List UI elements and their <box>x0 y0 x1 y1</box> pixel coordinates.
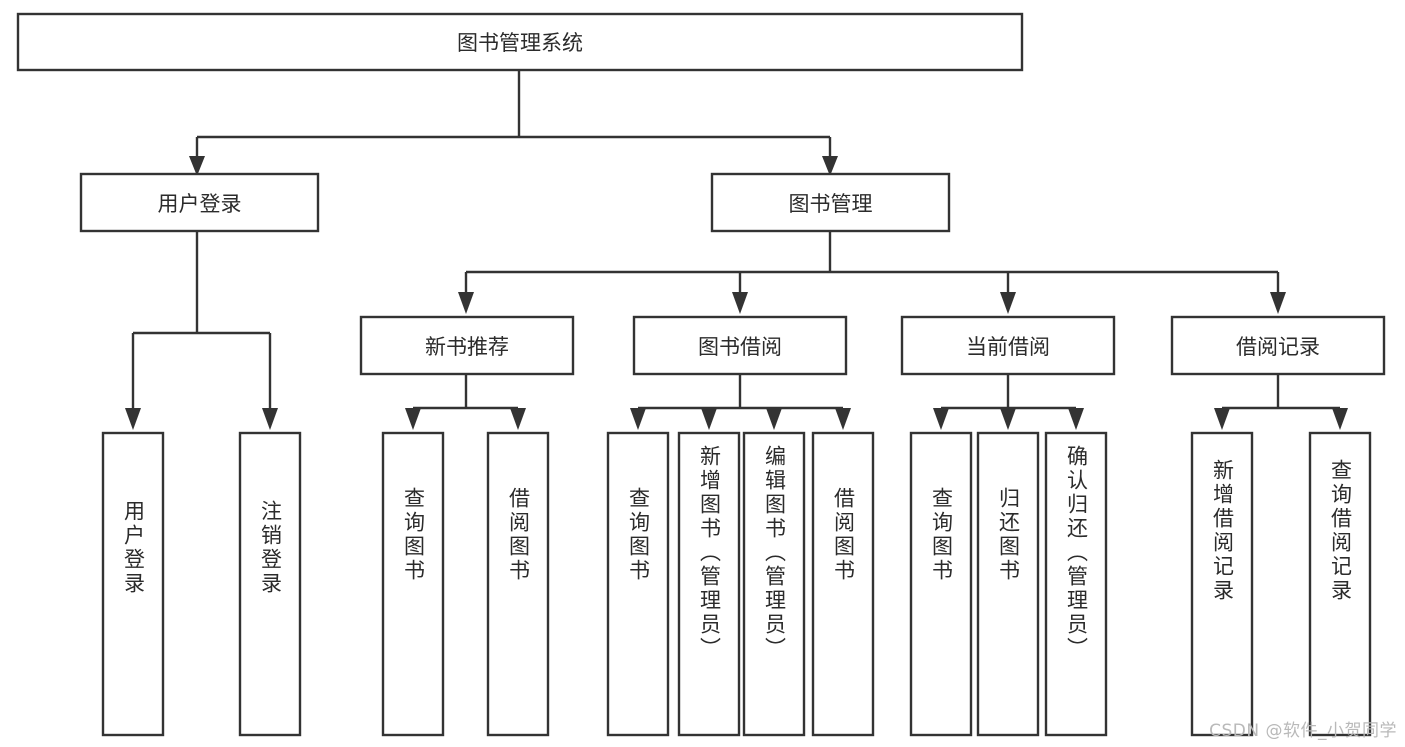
node-box-leaf-user-login[interactable] <box>101 431 165 737</box>
arrowhead-book-mgmt <box>822 156 838 176</box>
node-box-user-login[interactable] <box>79 172 320 233</box>
arrowhead-nb-leaf2 <box>510 408 526 430</box>
connector-group-user-login <box>125 231 278 430</box>
arrowhead-br-leaf2 <box>1332 408 1348 430</box>
arrowhead-bb-leaf3 <box>766 408 782 430</box>
node-box-leaf-add-book[interactable] <box>677 431 741 737</box>
arrowhead-nb-leaf1 <box>405 408 421 430</box>
node-box-new-book-recommend[interactable] <box>359 315 575 376</box>
arrowhead-user-login <box>189 156 205 176</box>
node-box-borrow-record[interactable] <box>1170 315 1386 376</box>
arrowhead-new-book <box>458 292 474 314</box>
arrowhead-borrow-record <box>1270 292 1286 314</box>
node-box-leaf-query-book-nb[interactable] <box>381 431 445 737</box>
node-box-book-management[interactable] <box>710 172 951 233</box>
arrowhead-leaf-user-login <box>125 408 141 430</box>
watermark-text: CSDN @软件_小贺同学 <box>1209 721 1397 741</box>
arrowhead-bb-leaf4 <box>835 408 851 430</box>
node-box-leaf-query-book-bb[interactable] <box>606 431 670 737</box>
node-box-leaf-borrow-book-bb[interactable] <box>811 431 875 737</box>
node-box-leaf-logout[interactable] <box>238 431 302 737</box>
connector-group-borrow-record <box>1214 374 1348 430</box>
connector-group-new-book <box>405 374 526 430</box>
connector-group-book-mgmt <box>458 231 1286 314</box>
node-box-book-borrow[interactable] <box>632 315 848 376</box>
node-box-leaf-borrow-book-nb[interactable] <box>486 431 550 737</box>
arrowhead-leaf-logout <box>262 408 278 430</box>
arrowhead-book-borrow <box>732 292 748 314</box>
node-box-leaf-return-book[interactable] <box>976 431 1040 737</box>
arrowhead-cb-leaf1 <box>933 408 949 430</box>
arrowhead-cb-leaf2 <box>1000 408 1016 430</box>
connector-group-root <box>189 70 838 176</box>
arrowhead-cb-leaf3 <box>1068 408 1084 430</box>
node-box-leaf-query-book-cb[interactable] <box>909 431 973 737</box>
node-box-leaf-edit-book[interactable] <box>742 431 806 737</box>
node-box-leaf-confirm-return[interactable] <box>1044 431 1108 737</box>
node-box-leaf-query-record[interactable] <box>1308 431 1372 737</box>
node-box-leaf-add-record[interactable] <box>1190 431 1254 737</box>
connector-group-current-borrow <box>933 374 1084 430</box>
arrowhead-bb-leaf1 <box>630 408 646 430</box>
arrowhead-br-leaf1 <box>1214 408 1230 430</box>
node-box-current-borrow[interactable] <box>900 315 1116 376</box>
node-box-root[interactable] <box>16 12 1024 72</box>
connector-group-book-borrow <box>630 374 851 430</box>
arrowhead-bb-leaf2 <box>701 408 717 430</box>
arrowhead-current-borrow <box>1000 292 1016 314</box>
